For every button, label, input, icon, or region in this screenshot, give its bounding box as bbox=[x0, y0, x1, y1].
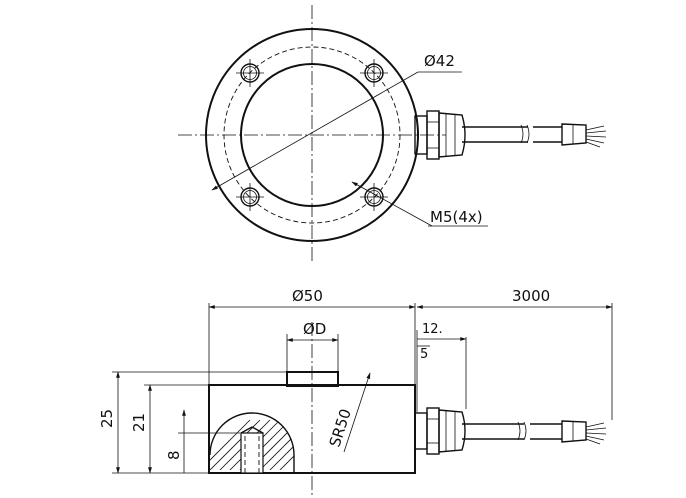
mount-holes bbox=[236, 59, 388, 211]
top-inner-face bbox=[240, 63, 384, 207]
top-bolt-circle bbox=[223, 46, 401, 224]
side-cable bbox=[462, 420, 607, 445]
side-section-cut bbox=[209, 412, 295, 474]
dim-mount-holes: M5(4x) bbox=[430, 208, 483, 226]
dim-gland-offset: 12. bbox=[422, 322, 443, 337]
top-cable bbox=[462, 123, 607, 148]
top-view: Ø42 M5(4x) bbox=[178, 5, 607, 262]
top-cable-gland bbox=[414, 110, 466, 160]
dim-button-diameter: ØD bbox=[303, 320, 326, 338]
dim-outer-diameter: Ø42 bbox=[424, 52, 455, 70]
side-load-button bbox=[286, 371, 339, 387]
top-outer-flange bbox=[205, 28, 419, 242]
sr50-leader bbox=[343, 372, 371, 453]
dim-body-height: 21 bbox=[130, 413, 148, 432]
m5-leader bbox=[351, 181, 433, 227]
dim-overall-diameter: Ø50 bbox=[292, 287, 323, 305]
dim-sphere-radius: SR50 bbox=[326, 407, 355, 450]
threaded-hole bbox=[240, 432, 264, 474]
dim-gland-small: 5 bbox=[420, 347, 428, 362]
side-view: Ø50 3000 ØD 12. 5 25 21 8 SR50 bbox=[98, 287, 613, 496]
dia42-leader bbox=[211, 71, 419, 191]
dim-hole-depth: 8 bbox=[165, 450, 183, 460]
dim-cable-length: 3000 bbox=[512, 287, 550, 305]
side-cable-gland bbox=[414, 407, 466, 455]
dim-total-height: 25 bbox=[98, 409, 116, 428]
